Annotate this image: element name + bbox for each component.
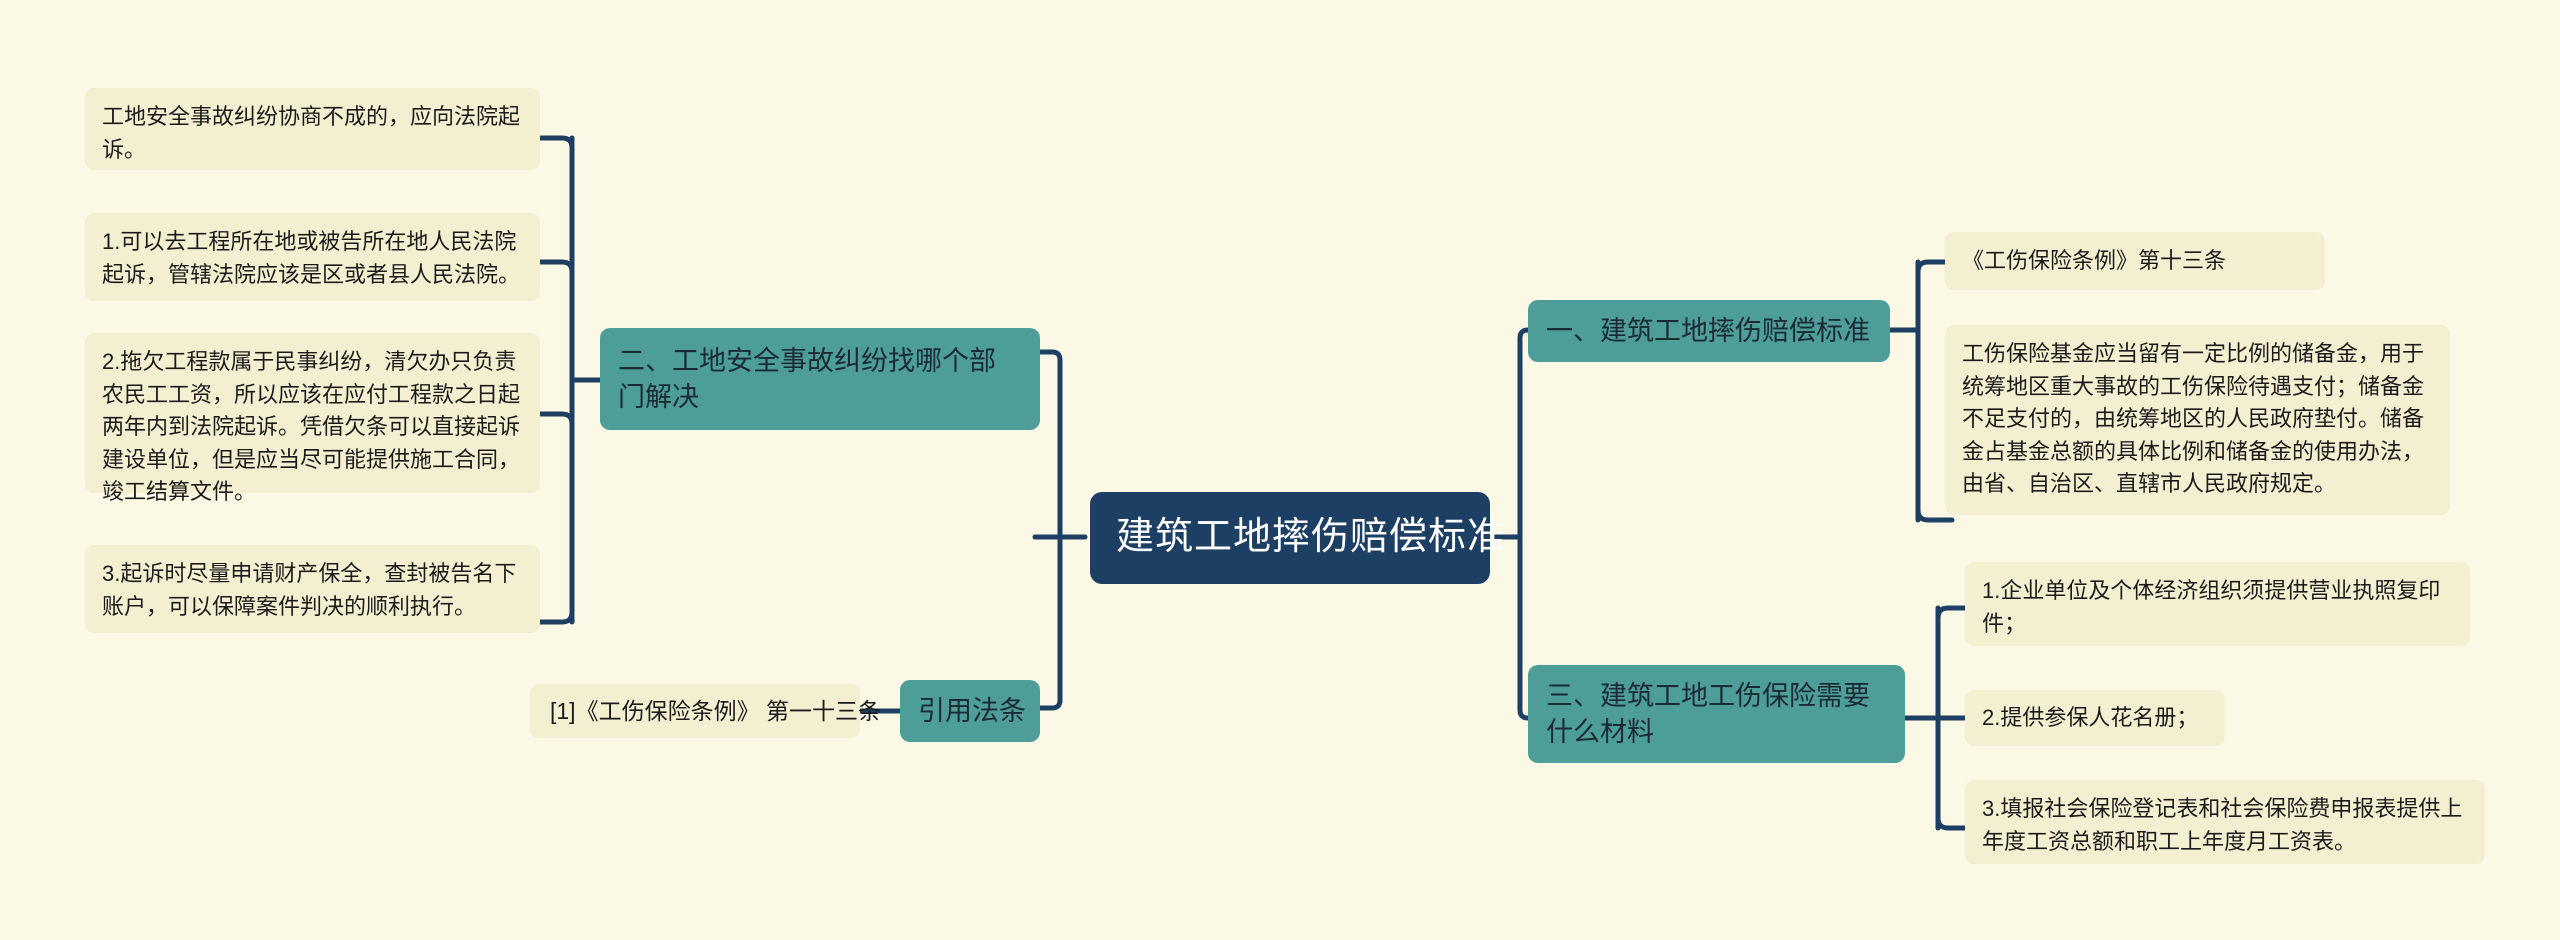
root-node-label: 建筑工地摔伤赔偿标准	[1116, 516, 1507, 559]
branch-node-two-label: 二、工地安全事故纠纷找哪个部门解决	[618, 345, 996, 412]
leaf-two-2[interactable]: 1.可以去工程所在地或被告所在地人民法院起诉，管辖法院应该是区或者县人民法院。	[85, 213, 540, 301]
leaf-two-1-label: 工地安全事故纠纷协商不成的，应向法院起诉。	[102, 104, 521, 162]
branch-node-one-label: 一、建筑工地摔伤赔偿标准	[1546, 315, 1870, 346]
branch-node-three[interactable]: 三、建筑工地工伤保险需要什么材料	[1528, 665, 1905, 763]
leaf-three-2-label: 2.提供参保人花名册；	[1982, 704, 2199, 730]
leaf-three-1-label: 1.企业单位及个体经济组织须提供营业执照复印件；	[1982, 578, 2441, 636]
leaf-one-1[interactable]: 《工伤保险条例》第十三条	[1945, 232, 2325, 290]
leaf-three-2[interactable]: 2.提供参保人花名册；	[1965, 690, 2225, 746]
branch-node-two[interactable]: 二、工地安全事故纠纷找哪个部门解决	[600, 328, 1040, 430]
leaf-one-2-label: 工伤保险基金应当留有一定比例的储备金，用于统筹地区重大事故的工伤保险待遇支付；储…	[1962, 341, 2425, 497]
leaf-one-2[interactable]: 工伤保险基金应当留有一定比例的储备金，用于统筹地区重大事故的工伤保险待遇支付；储…	[1945, 325, 2450, 515]
branch-node-three-label: 三、建筑工地工伤保险需要什么材料	[1546, 680, 1870, 747]
leaf-three-3-label: 3.填报社会保险登记表和社会保险费申报表提供上年度工资总额和职工上年度月工资表。	[1982, 796, 2463, 854]
branch-node-citation[interactable]: 引用法条	[900, 680, 1040, 742]
leaf-two-4[interactable]: 3.起诉时尽量申请财产保全，查封被告名下账户，可以保障案件判决的顺利执行。	[85, 545, 540, 633]
leaf-three-1[interactable]: 1.企业单位及个体经济组织须提供营业执照复印件；	[1965, 562, 2470, 646]
branch-node-citation-label: 引用法条	[918, 695, 1026, 726]
leaf-two-4-label: 3.起诉时尽量申请财产保全，查封被告名下账户，可以保障案件判决的顺利执行。	[102, 561, 517, 619]
leaf-citation-1-label: [1]《工伤保险条例》 第一十三条	[550, 697, 881, 724]
branch-node-one[interactable]: 一、建筑工地摔伤赔偿标准	[1528, 300, 1890, 362]
leaf-two-3[interactable]: 2.拖欠工程款属于民事纠纷，清欠办只负责农民工工资，所以应该在应付工程款之日起两…	[85, 333, 540, 504]
leaf-citation-1[interactable]: [1]《工伤保险条例》 第一十三条	[530, 684, 881, 738]
leaf-three-3[interactable]: 3.填报社会保险登记表和社会保险费申报表提供上年度工资总额和职工上年度月工资表。	[1965, 780, 2485, 864]
leaf-two-3-label: 2.拖欠工程款属于民事纠纷，清欠办只负责农民工工资，所以应该在应付工程款之日起两…	[102, 349, 521, 505]
root-node[interactable]: 建筑工地摔伤赔偿标准	[1090, 492, 1507, 584]
leaf-two-2-label: 1.可以去工程所在地或被告所在地人民法院起诉，管辖法院应该是区或者县人民法院。	[102, 229, 521, 287]
leaf-two-1[interactable]: 工地安全事故纠纷协商不成的，应向法院起诉。	[85, 88, 540, 170]
leaf-one-1-label: 《工伤保险条例》第十三条	[1962, 247, 2227, 273]
